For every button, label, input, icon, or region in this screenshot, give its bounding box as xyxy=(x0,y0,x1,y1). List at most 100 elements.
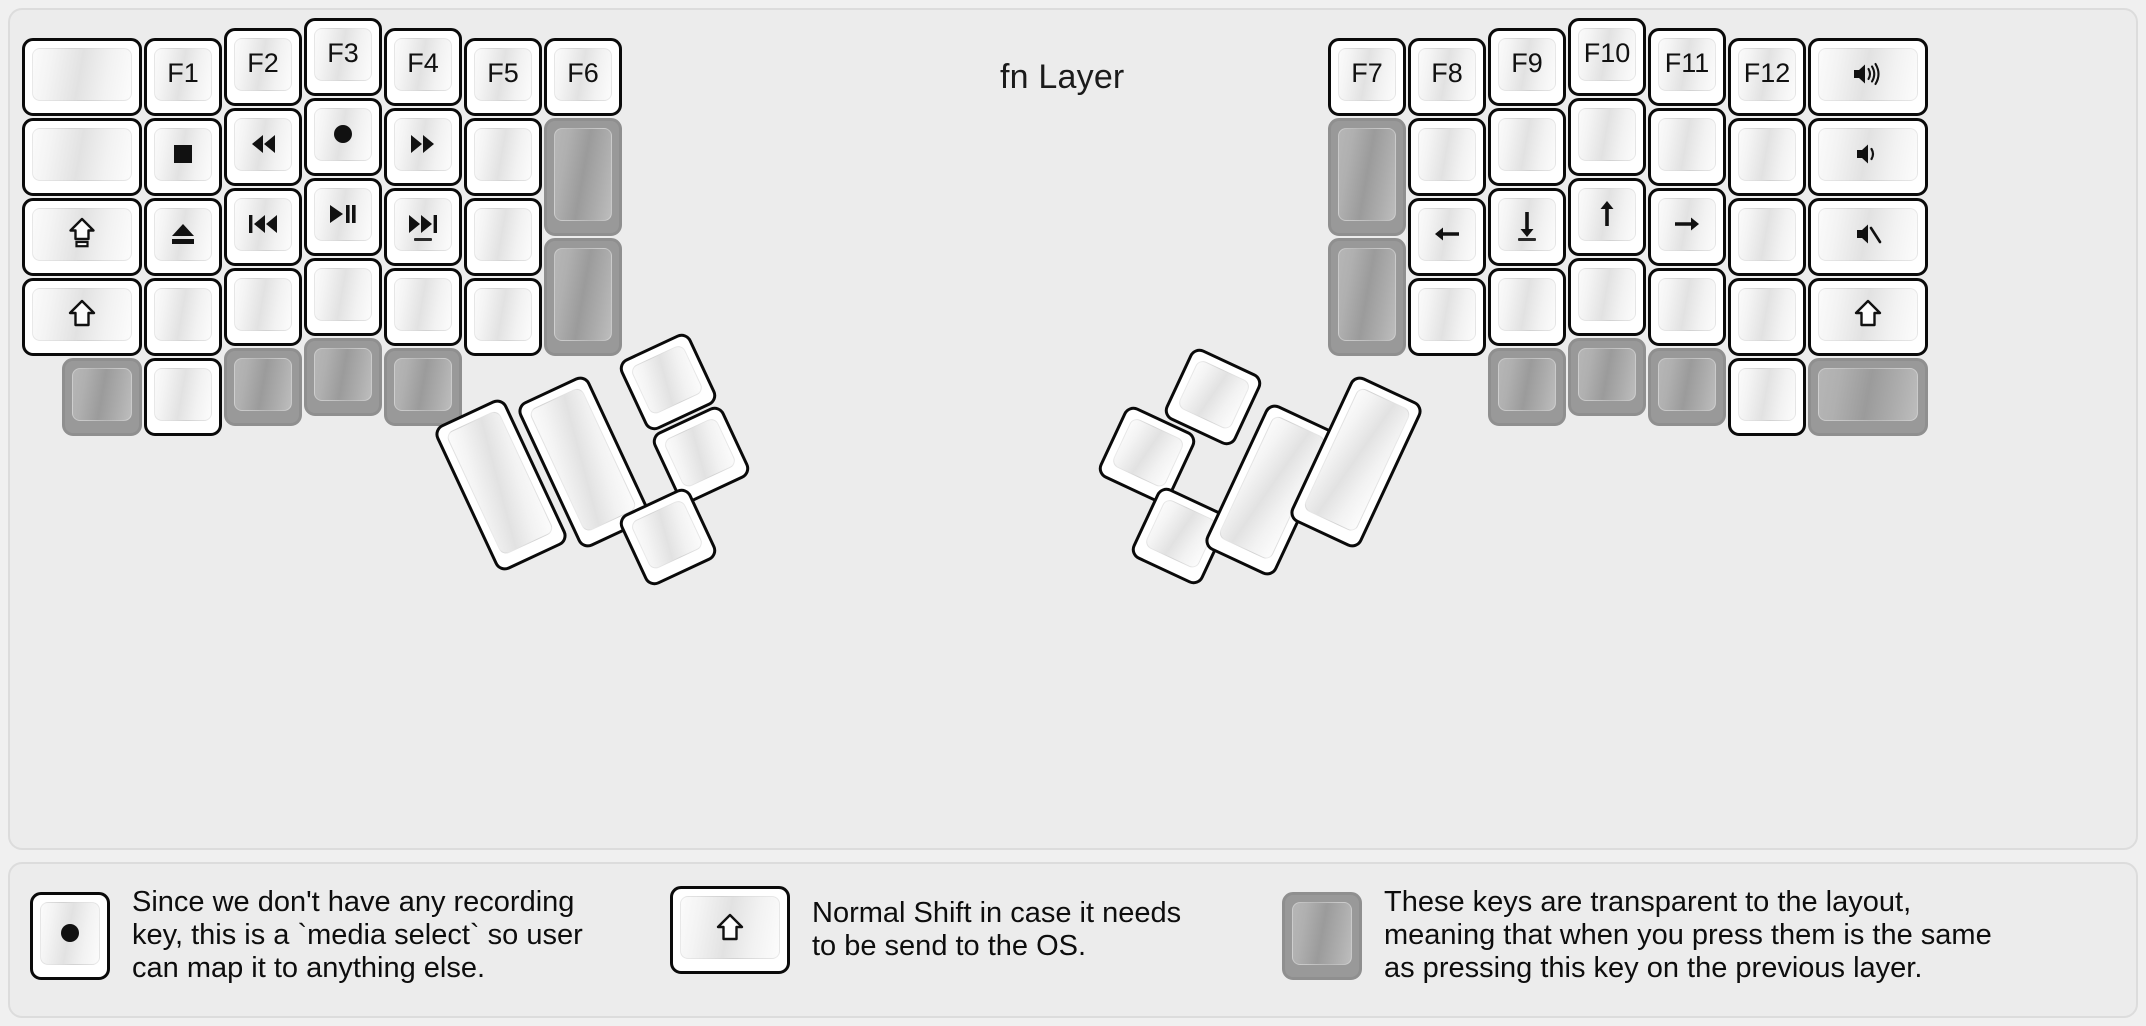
media-next-icon xyxy=(406,207,440,241)
arrow-up-icon xyxy=(1590,197,1624,231)
key-trans-l5-r5[interactable] xyxy=(384,348,462,426)
key-arrow-right[interactable] xyxy=(1648,188,1726,266)
keycap-face xyxy=(32,288,132,341)
key-blank-l5-r4[interactable] xyxy=(384,268,462,346)
key-arrow-up[interactable] xyxy=(1568,178,1646,256)
keycap-face xyxy=(314,348,372,401)
key-media-stop[interactable] xyxy=(144,118,222,196)
key-media-record[interactable] xyxy=(304,98,382,176)
key-media-forward[interactable] xyxy=(384,108,462,186)
keycap-face xyxy=(1578,348,1636,401)
key-trans-r3-r5[interactable] xyxy=(1488,348,1566,426)
key-trans-r7-r5[interactable] xyxy=(1808,358,1928,436)
key-blank-r5-r2[interactable] xyxy=(1648,108,1726,186)
keycap-face xyxy=(1498,198,1556,251)
key-blank-l3-r4[interactable] xyxy=(224,268,302,346)
keycap-face xyxy=(1818,208,1918,261)
key-media-rewind[interactable] xyxy=(224,108,302,186)
keycap-face xyxy=(40,901,100,965)
key-arrow-left[interactable] xyxy=(1408,198,1486,276)
legend-transparent-text: These keys are transparent to the layout… xyxy=(1384,886,1992,985)
key-media-eject[interactable] xyxy=(144,198,222,276)
key-f7[interactable]: F7 xyxy=(1328,38,1406,116)
key-blank-r6-r3[interactable] xyxy=(1728,198,1806,276)
key-blank-l2-r5[interactable] xyxy=(144,358,222,436)
key-trans-r1-r3[interactable] xyxy=(1328,238,1406,356)
shift-icon xyxy=(713,911,747,945)
legend-transparent-key-sample xyxy=(1282,891,1362,980)
key-blank-r6-r2[interactable] xyxy=(1728,118,1806,196)
key-blank-r4-r2[interactable] xyxy=(1568,98,1646,176)
key-shift-right[interactable] xyxy=(1808,278,1928,356)
arrow-left-icon xyxy=(1430,217,1464,251)
key-f3[interactable]: F3 xyxy=(304,18,382,96)
keycap-face xyxy=(1338,248,1396,341)
caps-lock-icon xyxy=(65,217,99,251)
key-arrow-down[interactable] xyxy=(1488,188,1566,266)
key-f6[interactable]: F6 xyxy=(544,38,622,116)
key-trans-l7-r2[interactable] xyxy=(544,118,622,236)
key-f12[interactable]: F12 xyxy=(1728,38,1806,116)
key-f8[interactable]: F8 xyxy=(1408,38,1486,116)
key-shift-left[interactable] xyxy=(22,278,142,356)
key-blank-r4-r4[interactable] xyxy=(1568,258,1646,336)
keycap-face xyxy=(554,128,612,221)
keycap-face xyxy=(1738,288,1796,341)
key-trans-l3-r5[interactable] xyxy=(224,348,302,426)
key-blank-l4-r4[interactable] xyxy=(304,258,382,336)
keycap-face: F1 xyxy=(154,48,212,101)
key-trans-r5-r5[interactable] xyxy=(1648,348,1726,426)
key-trans-r4-r5[interactable] xyxy=(1568,338,1646,416)
key-label: F11 xyxy=(1664,48,1710,78)
keycap-face xyxy=(314,108,372,161)
key-media-prev[interactable] xyxy=(224,188,302,266)
key-blank-r3-r4[interactable] xyxy=(1488,268,1566,346)
keycap-face: F2 xyxy=(234,38,292,91)
key-blank-r3-r2[interactable] xyxy=(1488,108,1566,186)
keycap-face xyxy=(1498,118,1556,171)
key-f10[interactable]: F10 xyxy=(1568,18,1646,96)
key-media-next[interactable] xyxy=(384,188,462,266)
keycap-face xyxy=(629,343,705,417)
keycap-face xyxy=(629,498,705,572)
key-caps-lock[interactable] xyxy=(22,198,142,276)
keycap-face xyxy=(1658,358,1716,411)
key-media-playpause[interactable] xyxy=(304,178,382,256)
keycap-face xyxy=(554,248,612,341)
key-blank-r2-r2[interactable] xyxy=(1408,118,1486,196)
keycap-face xyxy=(394,278,452,331)
key-trans-r1-r2[interactable] xyxy=(1328,118,1406,236)
key-f11[interactable]: F11 xyxy=(1648,28,1726,106)
media-record-icon xyxy=(326,117,360,151)
keycap-face xyxy=(234,198,292,251)
key-volume-up[interactable] xyxy=(1808,38,1928,116)
key-label: F8 xyxy=(1431,58,1463,88)
key-volume-mute[interactable] xyxy=(1808,198,1928,276)
key-blank-r5-r4[interactable] xyxy=(1648,268,1726,346)
key-f2[interactable]: F2 xyxy=(224,28,302,106)
key-volume-down[interactable] xyxy=(1808,118,1928,196)
key-trans-l4-r5[interactable] xyxy=(304,338,382,416)
key-trans-l1-r5[interactable] xyxy=(62,358,142,436)
keycap-face xyxy=(1738,368,1796,421)
key-f5[interactable]: F5 xyxy=(464,38,542,116)
key-blank-r6-r5[interactable] xyxy=(1728,358,1806,436)
keycap-face: F12 xyxy=(1738,48,1796,101)
key-f1[interactable]: F1 xyxy=(144,38,222,116)
key-trans-l7-r3[interactable] xyxy=(544,238,622,356)
key-label: F4 xyxy=(407,48,439,78)
key-blank-r6-r4[interactable] xyxy=(1728,278,1806,356)
key-blank-l1-r2[interactable] xyxy=(22,118,142,196)
key-f4[interactable]: F4 xyxy=(384,28,462,106)
key-blank-r2-r4[interactable] xyxy=(1408,278,1486,356)
arrow-down-icon xyxy=(1510,207,1544,241)
key-blank-l6-r2[interactable] xyxy=(464,118,542,196)
key-f9[interactable]: F9 xyxy=(1488,28,1566,106)
key-blank-l1-r1[interactable] xyxy=(22,38,142,116)
key-blank-l2-r4[interactable] xyxy=(144,278,222,356)
key-label: F3 xyxy=(327,38,359,68)
media-record-icon xyxy=(53,916,87,950)
key-blank-l6-r4[interactable] xyxy=(464,278,542,356)
key-blank-l6-r3[interactable] xyxy=(464,198,542,276)
